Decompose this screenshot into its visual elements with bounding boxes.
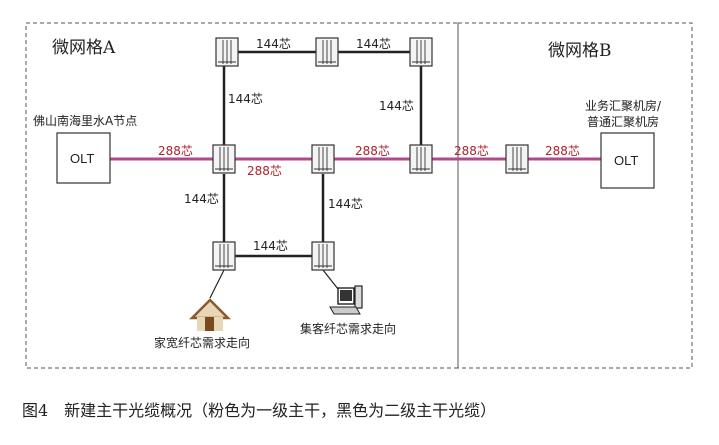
micro-grid-b-boundary xyxy=(457,22,693,369)
olt-right-box xyxy=(600,132,655,189)
link-red-3-label: 288芯 xyxy=(355,144,390,158)
foshan-node-label: 佛山南海里水A节点 xyxy=(33,113,137,128)
olt-right-label: OLT xyxy=(614,153,638,168)
link-right-upper-label: 144芯 xyxy=(379,99,414,113)
fiber-box-icon xyxy=(215,37,239,67)
agg-room-label-2: 普通汇聚机房 xyxy=(587,114,659,129)
computer-icon xyxy=(329,285,363,315)
house-icon xyxy=(188,298,232,331)
link-left-upper-label: 144芯 xyxy=(228,92,263,106)
agg-room-label-1: 业务汇聚机房/ xyxy=(585,98,662,113)
fiber-box-icon xyxy=(212,241,236,271)
fiber-box-icon xyxy=(409,37,433,67)
link-left-lower-label: 144芯 xyxy=(184,192,219,206)
link-top-left-label: 144芯 xyxy=(256,37,291,51)
figure-caption: 图4 新建主干光缆概况（粉色为一级主干，黑色为二级主干光缆） xyxy=(22,401,496,420)
fiber-box-icon xyxy=(212,144,236,174)
link-bottom-label: 144芯 xyxy=(253,239,288,253)
link-top-right-label: 144芯 xyxy=(356,37,391,51)
micro-grid-a-label: 微网格A xyxy=(52,38,116,58)
link-mid-lower-label: 144芯 xyxy=(328,197,363,211)
fiber-box-icon xyxy=(505,144,529,174)
link-red-2-label: 288芯 xyxy=(247,164,282,178)
olt-left-label: OLT xyxy=(70,151,94,166)
business-demand-label: 集客纤芯需求走向 xyxy=(300,321,396,336)
fiber-box-icon xyxy=(311,144,335,174)
fiber-box-icon xyxy=(311,241,335,271)
home-demand-label: 家宽纤芯需求走向 xyxy=(154,335,250,350)
home-demand-line xyxy=(209,269,225,299)
link-red-5-label: 288芯 xyxy=(545,144,580,158)
link-red-4-label: 288芯 xyxy=(454,144,489,158)
fiber-box-icon xyxy=(315,37,339,67)
fiber-box-icon xyxy=(409,144,433,174)
micro-grid-b-label: 微网格B xyxy=(548,41,612,61)
link-red-1-label: 288芯 xyxy=(158,144,193,158)
micro-grid-a-boundary xyxy=(25,22,459,369)
olt-left-box xyxy=(56,132,111,184)
